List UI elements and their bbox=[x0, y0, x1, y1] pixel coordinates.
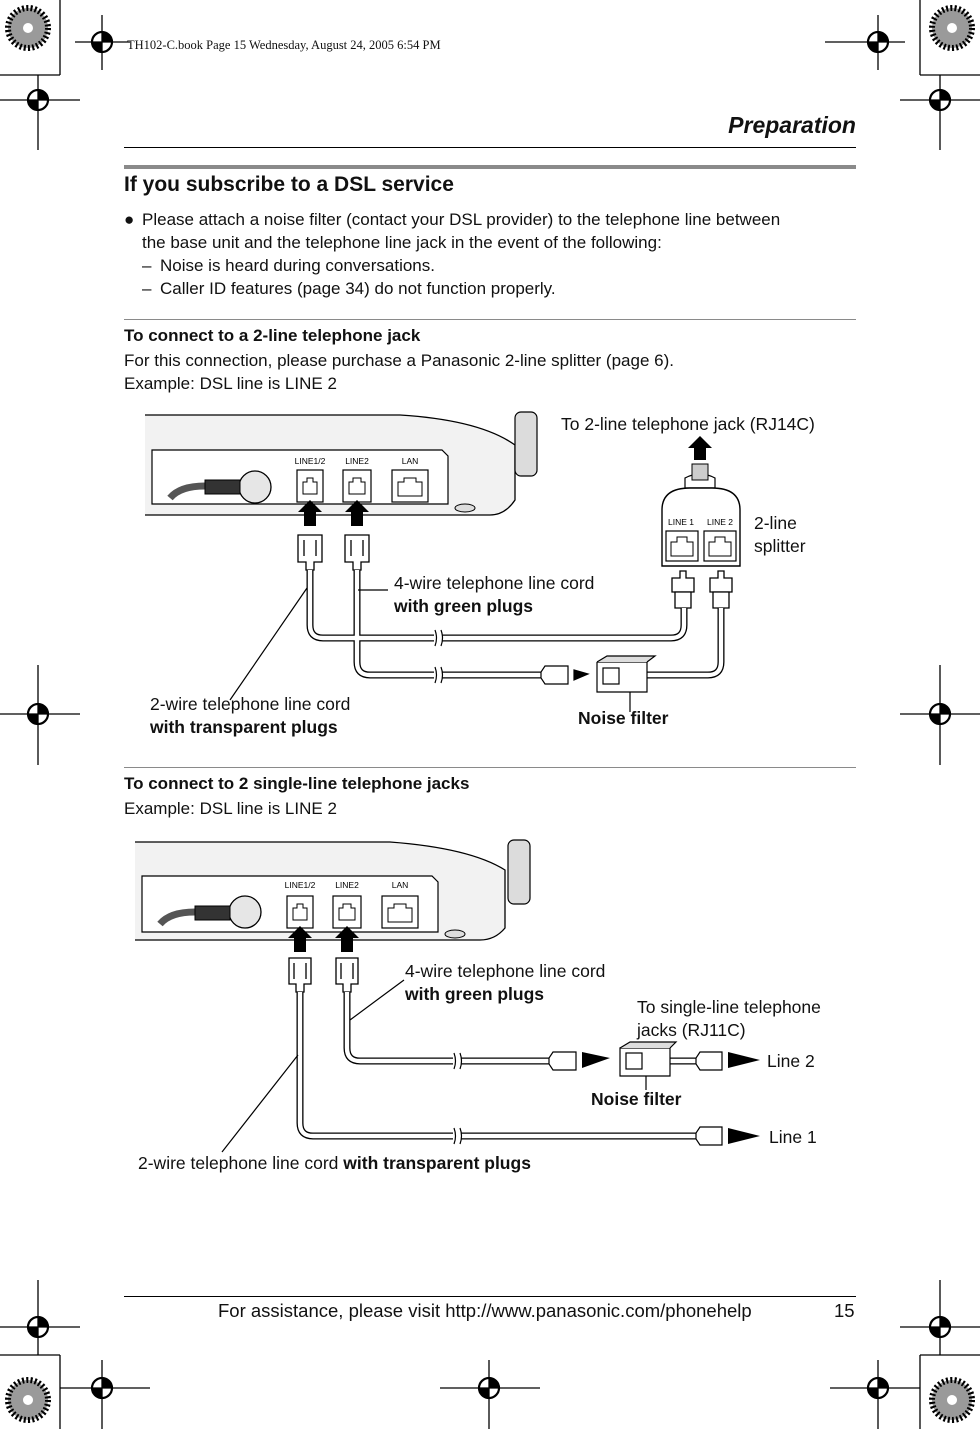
jack-line2-socket bbox=[338, 903, 356, 921]
plug-4wire bbox=[335, 957, 359, 993]
arrow-up-icon bbox=[688, 436, 712, 460]
page-title: If you subscribe to a DSL service bbox=[124, 173, 454, 196]
line2-plug bbox=[695, 1051, 723, 1071]
dash-item-2: Caller ID features (page 34) do not func… bbox=[160, 279, 556, 298]
to-jack-label: To 2-line telephone jack (RJ14C) bbox=[561, 414, 815, 434]
splitter-port-line1: LINE 1 bbox=[668, 517, 694, 527]
power-plug bbox=[194, 905, 231, 921]
jack-lan-socket bbox=[397, 477, 423, 497]
jack-line2 bbox=[332, 895, 362, 929]
cord4-label-a: 4-wire telephone line cord bbox=[405, 961, 606, 981]
cord4-label-b: with green plugs bbox=[394, 596, 534, 616]
leader-line bbox=[229, 587, 308, 701]
noise-filter-label: Noise filter bbox=[591, 1089, 682, 1109]
splitter-label-a: 2-line bbox=[754, 513, 797, 533]
header-rule bbox=[124, 147, 856, 148]
power-plug bbox=[204, 479, 241, 495]
leader-line bbox=[349, 979, 405, 1021]
arrow-up-icon bbox=[345, 500, 369, 526]
port-label-lan: LAN bbox=[402, 456, 419, 466]
bullet-text-1: Please attach a noise filter (contact yo… bbox=[142, 210, 781, 229]
splitter-label-b: splitter bbox=[754, 536, 806, 556]
line2-label: Line 2 bbox=[767, 1051, 815, 1071]
to-jacks-label-b: jacks (RJ11C) bbox=[637, 1020, 746, 1040]
power-jack bbox=[228, 895, 262, 929]
filter-input-plug bbox=[548, 1051, 577, 1071]
jack-lan bbox=[381, 895, 419, 929]
port-label-line2: LINE2 bbox=[335, 880, 359, 890]
screw bbox=[444, 929, 466, 939]
section-heading-single: To connect to 2 single-line telephone ja… bbox=[124, 774, 470, 793]
divider bbox=[124, 319, 856, 320]
cord2-label-a: 2-wire telephone line cord bbox=[150, 694, 351, 714]
port-label-line2: LINE2 bbox=[345, 456, 369, 466]
line1-plug bbox=[695, 1126, 723, 1146]
jack-line12-socket bbox=[292, 903, 308, 921]
splitter-port-line2: LINE 2 bbox=[707, 517, 733, 527]
cord2-label-prefix: 2-wire telephone line cord bbox=[138, 1153, 344, 1173]
arrow-right-icon bbox=[582, 1052, 610, 1068]
screw bbox=[454, 503, 476, 513]
divider bbox=[124, 767, 856, 768]
dash-item-1: Noise is heard during conversations. bbox=[160, 256, 435, 275]
section-rule bbox=[124, 165, 856, 169]
cord4-label-a: 4-wire telephone line cord bbox=[394, 573, 595, 593]
jack-lan-socket bbox=[387, 903, 413, 923]
book-stamp: TH102-C.book Page 15 Wednesday, August 2… bbox=[127, 38, 441, 52]
to-jacks-label-a: To single-line telephone bbox=[637, 997, 821, 1017]
paragraph: Example: DSL line is LINE 2 bbox=[124, 374, 337, 393]
dash-glyph-1: – bbox=[142, 256, 152, 275]
section-heading-2line: To connect to a 2-line telephone jack bbox=[124, 326, 421, 345]
port-label-line12: LINE1/2 bbox=[295, 456, 326, 466]
bullet-glyph: ● bbox=[124, 210, 135, 229]
cord2-label: 2-wire telephone line cord with transpar… bbox=[138, 1152, 531, 1175]
cord2-label-bold: with transparent plugs bbox=[343, 1153, 531, 1173]
plug-splitter-line1 bbox=[671, 570, 695, 593]
paragraph: Example: DSL line is LINE 2 bbox=[124, 799, 337, 818]
noise-filter-label: Noise filter bbox=[578, 708, 669, 728]
jack-line12 bbox=[296, 469, 324, 503]
arrow-up-icon bbox=[288, 926, 312, 952]
help-text: For assistance, please visit http://www.… bbox=[218, 1300, 752, 1321]
page-number: 15 bbox=[834, 1300, 855, 1321]
footer-rule bbox=[124, 1296, 856, 1297]
jack-line12-socket bbox=[302, 477, 318, 495]
section-title: Preparation bbox=[728, 112, 856, 138]
splitter-plug bbox=[691, 463, 709, 481]
arrow-up-icon bbox=[335, 926, 359, 952]
line1-label: Line 1 bbox=[769, 1127, 817, 1147]
cord4-label-b: with green plugs bbox=[405, 984, 545, 1004]
arrow-right-icon bbox=[573, 669, 590, 681]
jack-line2-socket bbox=[348, 477, 366, 495]
jack-line12 bbox=[286, 895, 314, 929]
antenna bbox=[514, 411, 538, 477]
dash-glyph-2: – bbox=[142, 279, 152, 298]
filter-input-plug bbox=[540, 665, 569, 685]
plug-2wire bbox=[288, 957, 312, 993]
cord2-label-b: with transparent plugs bbox=[150, 717, 338, 737]
bullet-text-2: the base unit and the telephone line jac… bbox=[142, 233, 662, 252]
leader-line bbox=[221, 1054, 299, 1153]
paragraph: For this connection, please purchase a P… bbox=[124, 351, 674, 370]
plug-splitter-line2 bbox=[709, 570, 733, 593]
arrow-right-icon bbox=[728, 1052, 760, 1068]
port-label-line12: LINE1/2 bbox=[285, 880, 316, 890]
arrow-up-icon bbox=[298, 500, 322, 526]
antenna bbox=[507, 839, 531, 905]
arrow-right-icon bbox=[728, 1128, 760, 1144]
port-label-lan: LAN bbox=[392, 880, 409, 890]
